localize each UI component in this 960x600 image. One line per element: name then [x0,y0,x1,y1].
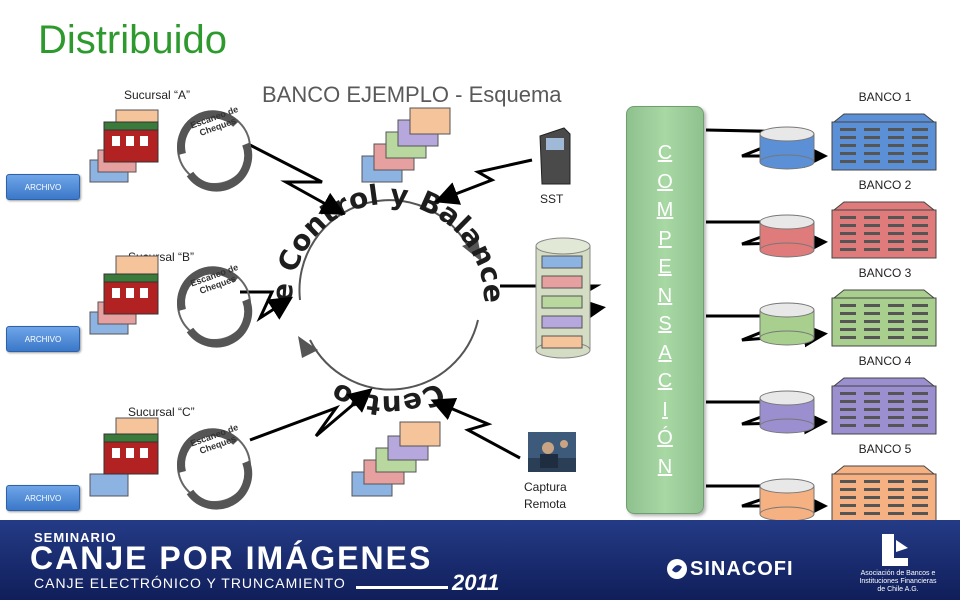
footer-event-title: CANJE POR IMÁGENES [30,540,433,576]
archive-a: ARCHIVO [6,174,80,200]
archive-b: ARCHIVO [6,326,80,352]
comp-letter: M [656,199,674,221]
bank-label: BANCO 2 [858,178,912,192]
cheque-stack-bottom [351,421,441,497]
center-cycle [286,187,482,391]
comp-letter: O [657,170,673,193]
central-storage-icon [535,237,591,359]
remote-label-1: Captura [524,480,567,494]
footer-rule [356,586,448,589]
bank-building-icon [831,113,937,171]
branch-b-icon [89,255,253,348]
comp-letter: N [657,284,673,307]
bank-storage-icon [759,302,815,346]
bank-label: BANCO 5 [858,442,912,456]
slide-title: Distribuido [38,18,227,62]
archive-c: ARCHIVO [6,485,80,511]
comp-letter: A [658,341,672,364]
bank-label: BANCO 4 [858,354,912,368]
comp-letter: P [658,227,672,250]
comp-letter: C [657,370,673,392]
comp-letter: Ó [657,427,673,449]
bank-building-icon [831,201,937,259]
comp-letter: E [658,256,672,278]
bank-storage-icon [759,214,815,258]
diagram-subtitle: BANCO EJEMPLO - Esquema [262,82,562,107]
sst-kiosk-icon [539,127,571,185]
remote-label-2: Remota [524,497,567,511]
sinacofi-logo-icon [667,559,687,579]
footer-banner [0,520,960,600]
bank-building-icon [831,289,937,347]
remote-capture-photo [528,432,576,472]
cheque-stack-top [361,107,451,183]
footer-year: 2011 [452,570,500,595]
footer-subtitle: CANJE ELECTRÓNICO Y TRUNCAMIENTO [34,575,346,591]
comp-letter: I [662,398,668,421]
branch-a-label: Sucursal “A” [124,88,191,102]
sst-label: SST [540,192,564,206]
comp-letter: N [657,455,673,478]
bank-storage-icon [759,126,815,170]
bank-storage-icon [759,390,815,434]
sinacofi-logo-text: SINACOFI [690,558,794,580]
association-text: Asociación de Bancos e Instituciones Fin… [859,570,937,593]
footer-seminario: SEMINARIO [34,530,117,545]
branch-c-icon [89,417,253,510]
branch-c-label: Sucursal “C” [128,405,195,419]
bank-label: BANCO 3 [858,266,912,280]
comp-letter: C [657,142,673,164]
bank-building-icon [831,465,937,523]
bank-building-icon [831,377,937,435]
comp-letter: S [658,313,672,335]
compensacion-box: C O M P E N S A C I Ó N [626,106,704,514]
branch-a-icon [89,109,253,192]
association-logo-icon [882,534,908,566]
bank-storage-icon [759,478,815,522]
bank-label: BANCO 1 [858,90,912,104]
